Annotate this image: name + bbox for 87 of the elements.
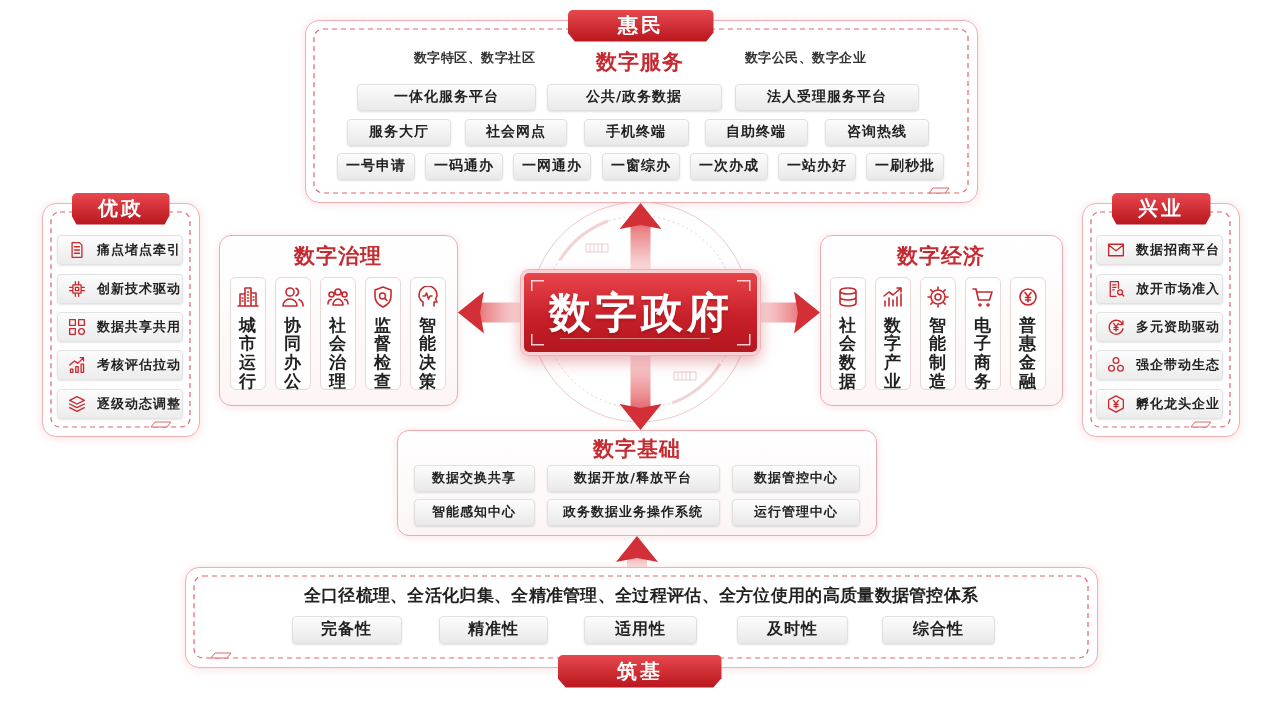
service-item: 一号申请 xyxy=(336,152,415,180)
item-label: 放开市场准入 xyxy=(1135,279,1220,298)
quality-item: 适用性 xyxy=(583,615,697,644)
section-tab: 惠民 xyxy=(567,9,714,42)
arrow xyxy=(619,355,662,430)
item-label: 孵化龙头企业 xyxy=(1135,394,1220,413)
item-label: 数据招商平台 xyxy=(1135,240,1220,259)
note-text: 数字公民、数字企业 xyxy=(744,48,867,67)
quality-item: 综合性 xyxy=(881,615,995,644)
arrow xyxy=(619,203,662,270)
vertical-label: 智能制造 xyxy=(929,315,946,391)
foundation-item: 政务数据业务操作系统 xyxy=(546,498,720,526)
domain-card xyxy=(964,276,1001,390)
quality-item: 精准性 xyxy=(438,615,548,644)
measure-item xyxy=(1095,311,1223,342)
core-title: 数字政府 xyxy=(548,286,733,339)
vertical-label: 数字产业 xyxy=(884,315,901,391)
item-label: 强企带动生态 xyxy=(1135,355,1220,374)
vertical-label: 社会数据 xyxy=(839,315,856,391)
domain-card xyxy=(319,276,356,390)
summary-text: 全口径梳理、全活化归集、全精准管理、全过程评估、全方位使用的高质量数据管控体系 xyxy=(303,584,979,607)
section-title: 数字基础 xyxy=(592,435,681,463)
vertical-label: 协同办公 xyxy=(284,315,301,391)
section-panel xyxy=(820,235,1063,406)
foundation-item: 数据交换共享 xyxy=(413,464,535,492)
vertical-label: 监督检查 xyxy=(374,315,391,391)
domain-card xyxy=(229,276,266,390)
measure-item xyxy=(56,273,183,304)
domain-card xyxy=(274,276,311,390)
foundation-item: 数据开放/释放平台 xyxy=(546,464,720,492)
item-label: 创新技术驱动 xyxy=(96,279,181,298)
section-title: 数字治理 xyxy=(294,242,382,270)
service-item: 一次办成 xyxy=(689,152,768,180)
vertical-label: 智能决策 xyxy=(419,315,436,391)
vertical-label: 社会治理 xyxy=(329,315,346,391)
domain-card xyxy=(364,276,401,390)
service-item: 手机终端 xyxy=(583,118,689,146)
service-item: 一码通办 xyxy=(424,152,503,180)
service-item: 服务大厅 xyxy=(346,118,451,146)
vertical-label: 普惠金融 xyxy=(1019,315,1036,391)
service-item: 咨询热线 xyxy=(824,118,929,146)
domain-card xyxy=(874,276,911,390)
service-item: 一网通办 xyxy=(512,152,591,180)
measure-item xyxy=(56,388,183,419)
measure-item xyxy=(56,311,183,342)
domain-card xyxy=(409,276,446,390)
domain-card xyxy=(829,276,866,390)
measure-item xyxy=(56,349,183,380)
item-label: 数据共享共用 xyxy=(96,317,181,336)
measure-item xyxy=(1095,388,1223,419)
service-item: 自助终端 xyxy=(704,118,808,146)
service-item: 一站办好 xyxy=(777,152,856,180)
section-tab: 筑基 xyxy=(557,654,722,688)
vertical-label: 城市运行 xyxy=(239,315,256,391)
measure-item xyxy=(1095,349,1223,380)
arrow xyxy=(760,291,820,334)
section-tab: 兴业 xyxy=(1111,192,1211,225)
measure-item xyxy=(56,234,183,265)
section-title: 数字经济 xyxy=(897,242,985,270)
domain-card xyxy=(919,276,956,390)
measure-item xyxy=(1095,234,1223,265)
core-box xyxy=(521,270,760,355)
service-item: 公共/政务数据 xyxy=(546,83,722,111)
quality-item: 及时性 xyxy=(736,615,848,644)
arrow xyxy=(458,291,521,334)
service-item: 法人受理服务平台 xyxy=(734,83,919,111)
foundation-item: 智能感知中心 xyxy=(413,498,535,526)
section-panel xyxy=(219,235,458,406)
note-text: 数字特区、数字社区 xyxy=(413,48,536,67)
item-label: 痛点堵点牵引 xyxy=(96,240,181,259)
foundation-item: 运行管理中心 xyxy=(731,498,860,526)
arrow xyxy=(616,536,658,567)
section-tab: 优政 xyxy=(71,192,170,225)
foundation-item: 数据管控中心 xyxy=(731,464,860,492)
item-label: 考核评估拉动 xyxy=(96,355,181,374)
domain-card xyxy=(1009,276,1046,390)
service-item: 一刷秒批 xyxy=(865,152,944,180)
measure-item xyxy=(1095,273,1223,304)
item-label: 多元资助驱动 xyxy=(1135,317,1220,336)
item-label: 逐级动态调整 xyxy=(96,394,181,413)
service-item: 一体化服务平台 xyxy=(356,83,536,111)
section-panel xyxy=(397,430,877,536)
quality-item: 完备性 xyxy=(291,615,402,644)
vertical-label: 电子商务 xyxy=(974,315,991,391)
service-item: 一窗综办 xyxy=(601,152,680,180)
service-item: 社会网点 xyxy=(464,118,567,146)
section-title: 数字服务 xyxy=(595,48,684,76)
